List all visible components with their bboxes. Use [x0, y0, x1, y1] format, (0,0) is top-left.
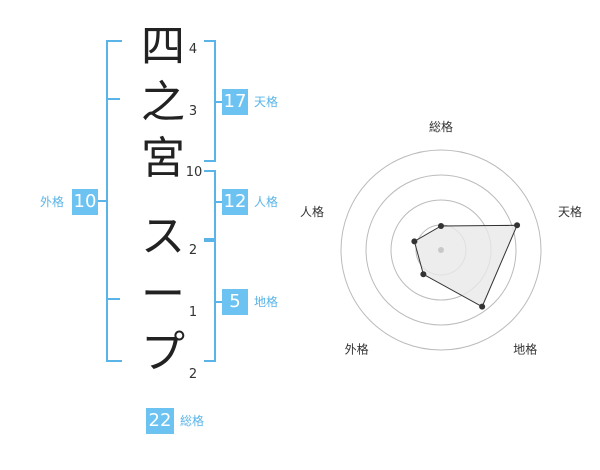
- radar-ring-3: [365, 174, 517, 326]
- gaikaku-value: 10: [72, 189, 98, 215]
- radar-axis-label-1: 総格: [429, 119, 453, 134]
- stroke-count-2: 3: [188, 104, 198, 119]
- radar-polygon: [413, 224, 518, 308]
- radar-ring-4: [340, 149, 542, 351]
- chikaku-bracket: [204, 238, 216, 362]
- gaikaku-label: 外格: [40, 195, 65, 209]
- radar-axis-label-5: 人格: [300, 204, 324, 219]
- soukaku-label: 総格: [180, 414, 205, 428]
- soukaku-value: 22: [146, 408, 174, 434]
- gaikaku-connector: [98, 200, 106, 202]
- radar-point-5: [411, 238, 418, 245]
- gaikaku-tick-lower: [106, 298, 120, 300]
- tenkaku-value: 17: [222, 89, 248, 115]
- radar-center: [438, 247, 444, 253]
- stroke-count-4: 2: [188, 243, 198, 258]
- jinkaku-connector: [214, 201, 222, 203]
- radar-point-4: [420, 271, 427, 278]
- radar-axis-label-4: 外格: [345, 342, 369, 357]
- name-char-3: 宮: [141, 133, 185, 184]
- chikaku-value: 5: [222, 289, 248, 315]
- stroke-count-6: 2: [188, 367, 198, 382]
- radar-axis-label-2: 天格: [558, 204, 582, 219]
- radar-axis-label-3: 地格: [513, 342, 537, 357]
- radar-point-3: [479, 303, 486, 310]
- radar-point-2: [514, 222, 521, 229]
- name-char-4: ス: [141, 211, 185, 262]
- name-char-5: ー: [141, 269, 185, 320]
- chikaku-label: 地格: [254, 295, 279, 309]
- jinkaku-value: 12: [222, 189, 248, 215]
- tenkaku-label: 天格: [254, 95, 279, 109]
- gaikaku-bracket: [106, 40, 122, 362]
- name-char-6: プ: [141, 327, 185, 378]
- radar-point-1: [438, 223, 444, 229]
- stroke-count-5: 1: [188, 305, 198, 320]
- stroke-count-3: 10: [185, 165, 203, 180]
- name-char-1: 四: [141, 21, 185, 72]
- gaikaku-tick-upper: [106, 98, 120, 100]
- jinkaku-label: 人格: [254, 195, 279, 209]
- stroke-count-1: 4: [188, 42, 198, 57]
- chikaku-connector: [214, 301, 222, 303]
- name-char-2: 之: [141, 77, 185, 128]
- tenkaku-connector: [214, 101, 222, 103]
- jinkaku-bracket: [204, 170, 216, 242]
